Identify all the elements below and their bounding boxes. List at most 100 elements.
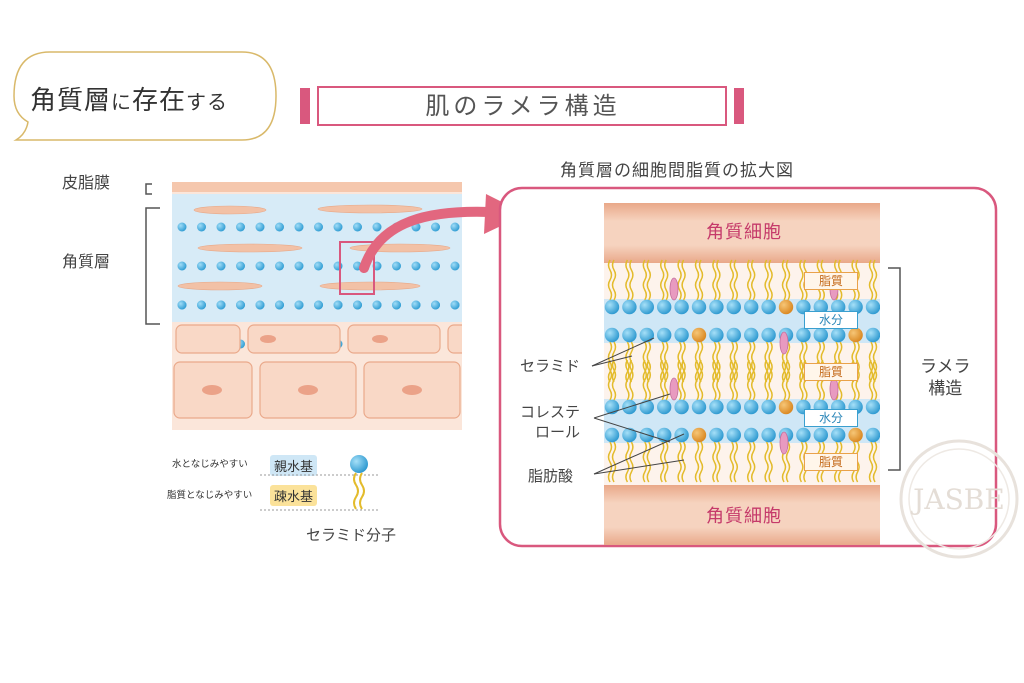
hydrophilic-desc: 水となじみやすい xyxy=(172,459,248,470)
water-dot xyxy=(333,300,343,310)
water-dot xyxy=(431,222,440,232)
water-dot xyxy=(216,222,226,232)
ceramide-head xyxy=(813,327,828,343)
hydrophobic-tail xyxy=(872,359,878,401)
water-dot xyxy=(450,222,460,232)
pointer-lines xyxy=(591,337,685,475)
hydrophobic-tail xyxy=(729,259,735,301)
hydrophobic-tail xyxy=(698,359,704,401)
ceramide-head xyxy=(831,427,846,443)
cholesterol-molecule xyxy=(779,431,789,455)
hydrophobic-tail xyxy=(750,259,756,301)
water-dot xyxy=(411,300,421,310)
hydrophobic-tail xyxy=(698,259,704,301)
hydrophobic-tail xyxy=(629,341,634,383)
hydrophobic-tail xyxy=(611,441,617,483)
hydrophobic-tail xyxy=(659,359,665,401)
bottom-cell-label: 角質細胞 xyxy=(706,506,782,527)
ceramide-label: セラミド xyxy=(520,357,581,375)
water-dot xyxy=(177,300,187,310)
skin-cross-section xyxy=(145,182,462,430)
water-dot xyxy=(255,261,265,271)
ceramide-head xyxy=(691,299,707,315)
water-dot xyxy=(275,300,284,310)
ceramide-head xyxy=(604,399,620,415)
hydrophobic-tail xyxy=(768,259,773,301)
hydrophobic-tail xyxy=(733,441,739,483)
ceramide-head xyxy=(865,327,880,343)
water-dot xyxy=(392,300,401,310)
hydrophobic-tail xyxy=(712,359,717,401)
hydrophobic-tail xyxy=(642,259,648,301)
hydrophobic-tail xyxy=(716,341,721,383)
water-dot xyxy=(275,222,284,232)
hydrophobic-tail xyxy=(629,259,634,301)
water-dot xyxy=(216,261,226,271)
hydrophobic-tail xyxy=(712,259,717,301)
hydrophobic-tail xyxy=(677,359,682,401)
stratum-corneum-label: 角質層 xyxy=(62,252,111,271)
ceramide-head xyxy=(622,427,637,443)
hydrophobic-tail xyxy=(733,259,739,301)
hydrophobic-tail xyxy=(716,359,721,401)
hydrophobic-tail xyxy=(868,259,874,301)
hydrophobic-tail xyxy=(729,341,735,383)
cholesterol-molecule xyxy=(779,331,789,355)
hydrophobic-tail xyxy=(750,341,756,383)
hydrophobic-tail xyxy=(607,359,613,401)
hydrophobic-tail xyxy=(681,259,686,301)
hydrophobic-tail xyxy=(716,441,721,483)
ceramide-head xyxy=(604,427,620,443)
ceramide-molecule-icon xyxy=(260,455,380,511)
ceramide-head xyxy=(848,299,863,315)
fatty-acid-label: 脂肪酸 xyxy=(528,467,574,485)
water-dot xyxy=(392,261,401,271)
water-dot xyxy=(255,222,265,232)
hydrophobic-tail xyxy=(642,341,648,383)
hydrophobic-tail xyxy=(785,359,791,401)
hydrophobic-tail xyxy=(729,441,735,483)
water-tag: 水分 xyxy=(804,311,858,329)
hydrophobic-tail xyxy=(629,441,634,483)
hydrophobic-tail xyxy=(646,341,652,383)
ceramide-head xyxy=(744,427,759,443)
fatty-acid-head xyxy=(691,327,707,343)
ceramide-head xyxy=(726,399,741,415)
fatty-acid-head xyxy=(848,327,863,343)
ceramide-head xyxy=(639,299,654,315)
hydrophobic-tail xyxy=(677,259,682,301)
ceramide-head xyxy=(865,299,880,315)
hydrophobic-tail xyxy=(625,259,630,301)
hydrophobic-tail xyxy=(799,441,804,483)
hydrophobic-tail xyxy=(646,259,652,301)
ceramide-head xyxy=(865,427,880,443)
ceramide-head xyxy=(709,399,724,415)
water-dot xyxy=(294,300,304,310)
hydrophobic-tail xyxy=(712,341,717,383)
hydrophobic-tail xyxy=(872,441,878,483)
ceramide-head xyxy=(657,399,672,415)
hydrophobic-tail xyxy=(659,441,665,483)
hydrophobic-tail xyxy=(611,341,617,383)
ceramide-head xyxy=(604,299,620,315)
hydrophobic-tail xyxy=(868,359,874,401)
ceramide-head xyxy=(744,399,759,415)
ceramide-head xyxy=(709,427,724,443)
water-dot xyxy=(294,222,304,232)
water-dot xyxy=(411,261,421,271)
ceramide-head xyxy=(726,427,741,443)
ceramide-head xyxy=(604,327,620,343)
water-dot xyxy=(177,222,187,232)
hydrophobic-tail xyxy=(764,259,769,301)
lipid-tag: 脂質 xyxy=(804,272,858,290)
hydrophobic-tail xyxy=(625,441,630,483)
hydrophobic-tail xyxy=(872,341,878,383)
hydrophobic-tail xyxy=(750,359,756,401)
ceramide-head xyxy=(622,327,637,343)
ceramide-head xyxy=(865,399,880,415)
ceramide-head xyxy=(674,299,689,315)
hydrophobic-tail xyxy=(681,359,686,401)
hydrophobic-tail xyxy=(764,359,769,401)
water-dot xyxy=(294,261,304,271)
water-dot xyxy=(314,261,323,271)
